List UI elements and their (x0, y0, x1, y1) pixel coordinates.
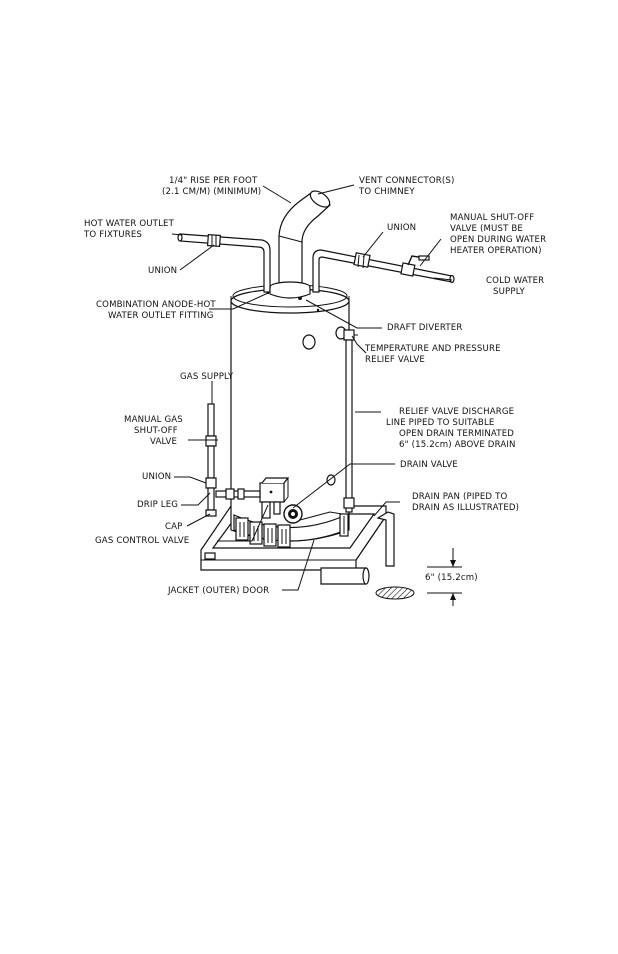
relief-valve-discharge (335, 326, 358, 513)
drain-valve (283, 504, 303, 524)
callout-labels: 1/4" RISE PER FOOT (2.1 CM/M) (MINIMUM) … (83, 176, 546, 596)
label-union-gas: UNION (142, 472, 171, 482)
six-inch-dimension (427, 548, 462, 606)
label-draft-diverter: DRAFT DIVERTER (387, 323, 462, 333)
label-valve-must-be: VALVE (MUST BE (450, 224, 523, 234)
label-hot-water-outlet: HOT WATER OUTLET (84, 219, 175, 229)
label-gas-control-valve: GAS CONTROL VALVE (95, 536, 189, 546)
tank-body (230, 284, 350, 542)
cold-water-piping (312, 249, 455, 293)
label-open-drain: OPEN DRAIN TERMINATED (399, 429, 514, 439)
label-valve: VALVE (150, 437, 177, 447)
label-open-during: OPEN DURING WATER (450, 235, 546, 245)
label-cap: CAP (165, 522, 183, 532)
label-drain-valve: DRAIN VALVE (400, 460, 458, 470)
vent-connector (269, 190, 331, 299)
label-to-fixtures: TO FIXTURES (83, 230, 142, 240)
label-union-cold: UNION (387, 223, 416, 233)
drain-pan-pipe (320, 511, 395, 585)
floor-drain (375, 586, 415, 600)
label-above-drain: 6" (15.2cm) ABOVE DRAIN (399, 440, 516, 450)
leader-lines (171, 184, 453, 591)
label-relief-discharge: RELIEF VALVE DISCHARGE (399, 407, 514, 417)
label-manual-gas: MANUAL GAS (124, 415, 183, 425)
label-gas-supply: GAS SUPPLY (180, 372, 234, 382)
label-rise-per-foot: 1/4" RISE PER FOOT (169, 176, 258, 186)
label-rise-metric: (2.1 CM/M) (MINIMUM) (162, 187, 261, 197)
label-shut-off: SHUT-OFF (134, 426, 178, 436)
label-heater-operation: HEATER OPERATION) (450, 246, 542, 256)
hot-water-piping (177, 233, 271, 293)
label-anode-fitting: COMBINATION ANODE-HOT (96, 300, 216, 310)
label-vent-connector: VENT CONNECTOR(S) (359, 176, 454, 186)
label-supply: SUPPLY (493, 287, 526, 297)
label-drip-leg: DRIP LEG (137, 500, 178, 510)
label-temperature-pressure: TEMPERATURE AND PRESSURE (364, 344, 501, 354)
label-relief-valve: RELIEF VALVE (365, 355, 425, 365)
label-jacket-door: JACKET (OUTER) DOOR (167, 586, 269, 596)
label-line-piped: LINE PIPED TO SUITABLE (386, 418, 495, 428)
label-drain-pan: DRAIN PAN (PIPED TO (412, 492, 507, 502)
label-cold-water: COLD WATER (486, 276, 544, 286)
jacket-door (233, 511, 349, 548)
label-union-hot: UNION (148, 266, 177, 276)
label-six-inch: 6" (15.2cm) (425, 573, 478, 583)
label-drain-as-illustrated: DRAIN AS ILLUSTRATED) (412, 503, 519, 513)
label-water-outlet-fitting: WATER OUTLET FITTING (108, 311, 214, 321)
label-to-chimney: TO CHIMNEY (358, 187, 415, 197)
label-manual-shutoff: MANUAL SHUT-OFF (450, 213, 534, 223)
